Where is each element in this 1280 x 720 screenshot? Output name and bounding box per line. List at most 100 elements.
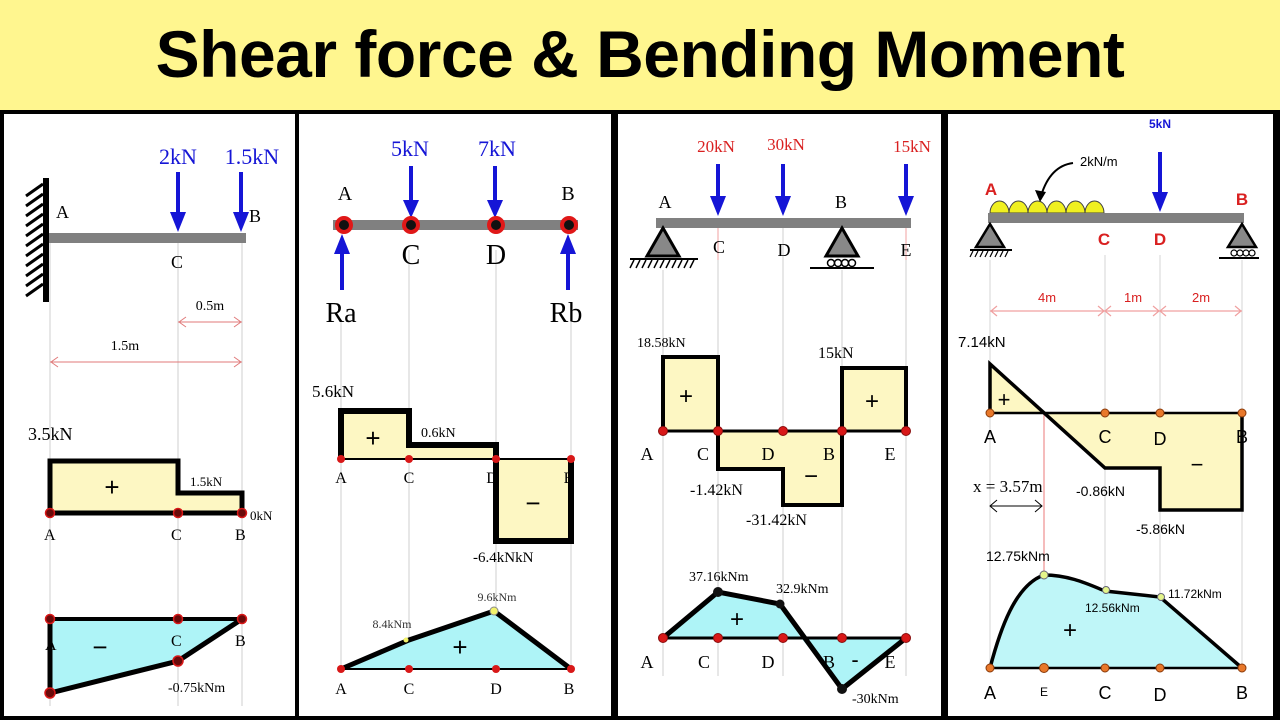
load-arrow-icon	[233, 172, 249, 232]
dimension-label: 2m	[1192, 290, 1210, 305]
reaction-arrow-icon	[560, 234, 576, 290]
sfd-value: 1.5kN	[190, 474, 223, 489]
sfd-point-label: C	[1099, 427, 1112, 447]
point-label: C	[713, 237, 725, 257]
bmd-nodes	[985, 663, 1247, 673]
sfd-point-label: B	[823, 444, 835, 464]
bmd-nodes	[44, 613, 248, 699]
dimension-lines	[990, 305, 1242, 317]
sfd-point-label: B	[1236, 427, 1248, 447]
beam	[656, 218, 911, 228]
sfd-point-label: C	[697, 444, 709, 464]
sfd-point-label: B	[235, 527, 246, 544]
point-label: B	[249, 206, 261, 226]
sfd-sign: +	[865, 388, 879, 415]
sfd-sign: +	[679, 383, 693, 410]
bmd-point-label: D	[762, 652, 775, 672]
load-arrow-icon	[170, 172, 186, 232]
sfd-value: -5.86kN	[1136, 521, 1185, 537]
sfd-point-label: C	[404, 470, 415, 487]
bmd-point-label: E	[1040, 685, 1048, 699]
point-label: C	[402, 240, 421, 271]
bmd-point-label: C	[404, 681, 415, 698]
cantilever-diagram: 2kN 1.5kN A C B 0.5m 1.5m + 3.5kN 1.5kN …	[25, 144, 280, 706]
sfd-nodes	[44, 507, 248, 519]
load-arrow-icon	[710, 164, 726, 216]
point-label: A	[56, 202, 69, 222]
udl-label: 2kN/m	[1080, 154, 1118, 169]
reaction-label: Rb	[550, 298, 583, 329]
load-arrow-icon	[487, 166, 503, 218]
sfd-sign: +	[998, 387, 1011, 412]
bmd-point-label: B	[1236, 683, 1248, 703]
bmd-value: 12.75kNm	[986, 548, 1050, 564]
bmd-point-label: A	[641, 652, 654, 672]
point-label: A	[659, 192, 672, 212]
sfd-point-label: C	[171, 527, 182, 544]
bmd-point-label: C	[171, 633, 182, 650]
bmd-point-label: A	[45, 637, 57, 654]
bmd-sign: -	[851, 647, 858, 672]
point-label: A	[985, 180, 997, 199]
bmd-point-label: B	[823, 652, 835, 672]
sfd-sign: −	[804, 463, 818, 490]
sfd-nodes	[658, 426, 911, 436]
overhanging-diagram: 20kN 30kN 15kN A B C D E + + − 18.58kN 1…	[629, 135, 931, 707]
bmd-sign: +	[1063, 617, 1077, 644]
bmd-point-label: D	[1154, 685, 1167, 705]
bmd-point-label: C	[1099, 683, 1112, 703]
dimension-lines	[50, 316, 242, 368]
sfd-outline	[988, 360, 1244, 512]
sfd-value: 18.58kN	[637, 336, 686, 351]
udl-load-icon	[989, 200, 1105, 214]
point-label: D	[486, 240, 506, 271]
bmd-curve	[340, 608, 573, 672]
point-label: B	[561, 183, 574, 205]
sfd-sign: +	[104, 472, 119, 502]
dimension-label: 0.5m	[196, 299, 225, 314]
load-label: 1.5kN	[225, 144, 280, 169]
load-label: 5kN	[391, 136, 429, 161]
sfd-outline	[338, 408, 574, 544]
load-label: 7kN	[478, 136, 516, 161]
point-label: B	[835, 192, 847, 212]
load-label: 20kN	[697, 137, 735, 156]
page-title: Shear force & Bending Moment	[155, 17, 1125, 91]
sfd-outline	[661, 355, 908, 507]
bmd-nodes	[337, 665, 575, 673]
pin-nodes	[335, 216, 578, 234]
point-label: D	[1154, 230, 1166, 249]
bmd-nodes	[658, 633, 911, 643]
sfd-sign: −	[525, 488, 540, 518]
sfd-value: -1.42kN	[690, 482, 743, 499]
sfd-point-label: D	[1154, 429, 1167, 449]
sfd-point-label: A	[44, 527, 56, 544]
pin-support-icon	[629, 224, 698, 269]
bmd-value: 8.4kNm	[373, 617, 413, 631]
bmd-sign: +	[730, 606, 744, 633]
beam	[333, 220, 578, 230]
point-label: C	[171, 252, 183, 272]
sfd-sign: −	[1191, 452, 1204, 477]
roller-support-icon	[810, 224, 874, 269]
bmd-value: -30kNm	[852, 692, 899, 707]
pin-support-icon	[969, 221, 1012, 258]
udl-diagram: 2kN/m 5kN A B C D 4m 1m 2m + −	[958, 117, 1259, 705]
bmd-value: 12.56kNm	[1085, 601, 1140, 615]
sfd-sign: +	[365, 423, 380, 453]
zero-crossing-arrow-icon	[989, 499, 1043, 513]
bmd-area	[50, 619, 242, 693]
sfd-point-label: A	[335, 470, 347, 487]
sfd-point-label: A	[984, 427, 996, 447]
dimension-label: 4m	[1038, 290, 1056, 305]
load-arrow-icon	[1152, 152, 1168, 212]
bmd-point-label: C	[698, 652, 710, 672]
sfd-value: -31.42kN	[746, 512, 807, 529]
bmd-value: 32.9kNm	[776, 582, 829, 597]
point-label: A	[338, 183, 353, 205]
bmd-point-label: A	[335, 681, 347, 698]
udl-pointer-icon	[1040, 162, 1074, 197]
bmd-value: 9.6kNm	[478, 590, 518, 604]
sfd-point-label: B	[564, 470, 575, 487]
point-label: C	[1098, 230, 1110, 249]
